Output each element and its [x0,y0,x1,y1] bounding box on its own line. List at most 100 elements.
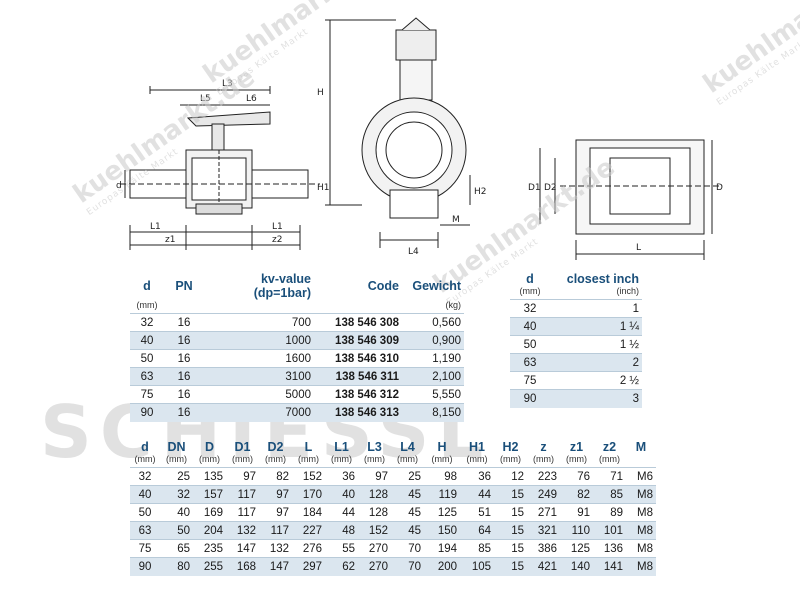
column-unit: (mm) [134,454,156,464]
column-unit: (mm) [364,454,385,464]
table-cell: 40 [177,506,190,519]
table-cell: 75 [140,388,154,401]
table-cell: 128 [358,485,391,504]
table-cell: 386 [537,542,557,555]
table-cell: 255 [193,557,226,576]
dim-label: D1 [528,183,541,193]
table-cell: 16 [164,403,204,422]
table-cell: 40 [325,485,358,504]
table-cell: 0,560 [432,316,461,329]
dim-label: z2 [272,235,282,245]
table-cell: 82 [276,470,289,483]
column-header: d [141,440,149,454]
table-cell: 141 [593,557,626,576]
table-cell: 44 [460,485,494,504]
dim-label: d [116,181,122,191]
table-cell: 75 [523,374,537,387]
table-cell: 45 [391,521,424,540]
column-header: L3 [367,440,382,454]
table-cell: 55 [342,542,355,555]
table-cell: 32 [140,316,154,329]
table-cell: 700 [291,316,311,329]
dim-label: H2 [474,187,487,197]
dim-label: L4 [408,247,419,257]
table-cell: 0,900 [402,331,464,350]
column-header: closest inch [566,272,639,286]
table-cell: 227 [292,521,325,540]
technical-drawings: L3 L5 L6 d L1 z1 z2 L1 H H1 H2 M L4 D1 D… [0,0,800,270]
table-cell: 169 [203,506,223,519]
table-cell: 16 [177,388,191,401]
column-header: z [540,440,547,454]
table-cell: 40 [130,331,164,350]
table-cell: 2,100 [402,367,464,386]
column-header: Gewicht [412,279,461,293]
table-cell: 71 [610,470,623,483]
table-cell: 2 ½ [619,374,639,387]
table-cell: 97 [375,470,388,483]
table-cell: 3 [550,389,642,408]
table-cell: 5000 [285,388,311,401]
table-cell: 117 [237,506,256,519]
table-cell: 44 [342,506,355,519]
column-unit [626,454,656,468]
column-header: D1 [234,440,251,454]
column-header: D [204,440,215,454]
table-cell: 1600 [285,352,311,365]
table-cell: 90 [130,403,164,422]
table-cell: 147 [259,557,292,576]
table-cell: 184 [302,506,322,519]
table-cell: 25 [177,470,190,483]
column-unit: (mm) [232,454,253,464]
table-cell: 16 [164,367,204,386]
column-unit: (mm) [466,454,488,464]
table-cell: 40 [510,317,550,336]
table-cell: 85 [478,542,491,555]
table-cell: M8 [626,521,656,540]
table-cell: 51 [478,506,491,519]
table-cell: 25 [408,470,421,483]
dim-label: D [716,183,723,193]
dim-label: H [317,88,324,98]
table-cell: 138 546 311 [314,367,402,386]
table-cell: 105 [460,557,494,576]
table-cell: 157 [193,485,226,504]
column-unit: (mm) [431,454,453,464]
table-row: 50 1 ½ [510,335,642,354]
table-cell: M8 [626,557,656,576]
table-cell: M8 [626,485,656,504]
table-cell: 85 [593,485,626,504]
table-cell: 140 [560,557,593,576]
end-view-drawing [539,139,720,260]
table-cell: 138 546 310 [335,352,399,365]
table-row: 75 2 ½ [510,371,642,390]
table-cell: 1 [632,302,639,315]
table-cell: 63 [130,521,160,540]
dim-label: L3 [222,79,233,89]
table-cell: 1 ½ [619,338,639,351]
table-cell: 16 [177,316,191,329]
table-cell: 170 [292,485,325,504]
table-cell: 147 [236,542,256,555]
table-cell: 101 [593,521,626,540]
table-cell: 119 [424,485,460,504]
table-cell: 45 [391,485,424,504]
side-view-drawing [120,86,320,250]
dim-label: M [452,215,460,225]
dim-label: L6 [246,94,257,104]
table-cell: 50 [140,352,154,365]
table-cell: 36 [478,470,491,483]
table-cell: 50 [523,338,537,351]
column-header: d [143,279,151,293]
column-header: Code [367,279,399,293]
table-cell: 91 [577,506,590,519]
